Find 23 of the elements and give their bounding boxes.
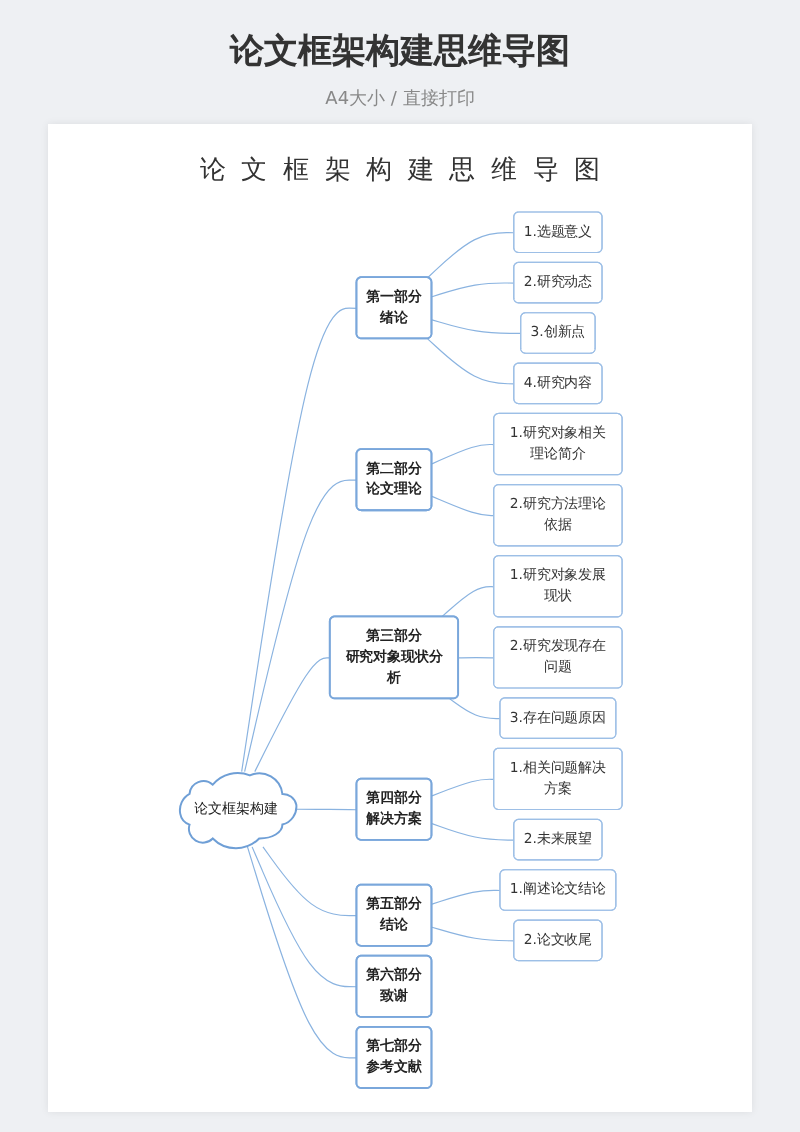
connector	[243, 479, 357, 773]
connector	[430, 495, 494, 517]
connector	[430, 823, 514, 841]
connector	[430, 443, 494, 465]
subtitle: A4大小 / 直接打印	[325, 87, 475, 112]
connector	[426, 232, 514, 279]
diagram-title: 论文框架构建思维导图	[199, 154, 616, 188]
connector	[430, 282, 514, 298]
connector	[430, 319, 521, 335]
connector	[430, 926, 514, 942]
connector	[457, 656, 494, 659]
connector	[292, 808, 357, 811]
connector	[245, 846, 357, 1059]
connector	[253, 657, 330, 773]
connector	[261, 846, 357, 917]
connector	[240, 307, 357, 773]
connector	[430, 889, 501, 905]
connector	[250, 846, 357, 988]
connector	[448, 698, 501, 720]
connector	[440, 586, 494, 618]
banner-text: 论文框架构建思维导图	[230, 30, 570, 74]
connector	[426, 338, 514, 385]
connector	[430, 778, 494, 797]
